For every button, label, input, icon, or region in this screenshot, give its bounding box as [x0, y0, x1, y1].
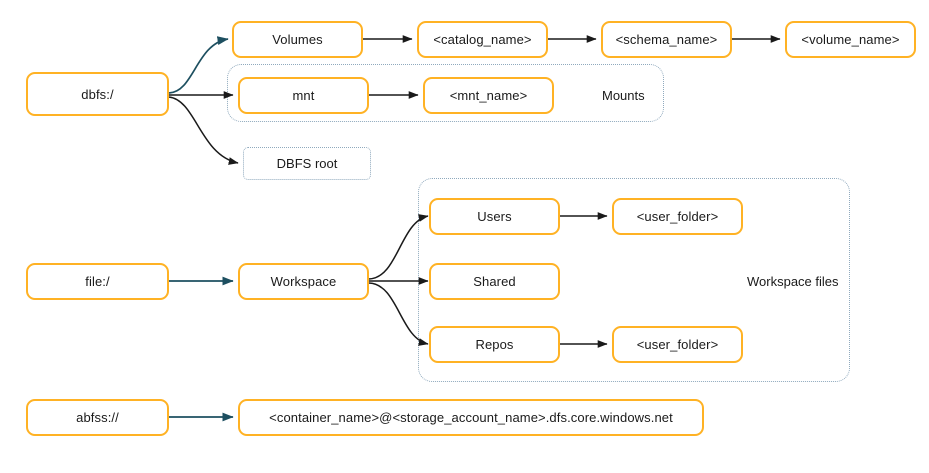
node-repos[interactable]: Repos	[429, 326, 560, 363]
node-file-scheme[interactable]: file:/	[26, 263, 169, 300]
workspace-files-group-label: Workspace files	[747, 274, 839, 289]
node-mnt[interactable]: mnt	[238, 77, 369, 114]
node-catalog-name[interactable]: <catalog_name>	[417, 21, 548, 58]
node-abfss-target[interactable]: <container_name>@<storage_account_name>.…	[238, 399, 704, 436]
node-workspace[interactable]: Workspace	[238, 263, 369, 300]
workspace-files-group-box	[418, 178, 850, 382]
node-schema-name[interactable]: <schema_name>	[601, 21, 732, 58]
node-dbfs-scheme[interactable]: dbfs:/	[26, 72, 169, 116]
node-mnt-name[interactable]: <mnt_name>	[423, 77, 554, 114]
node-dbfs-root[interactable]: DBFS root	[243, 147, 371, 180]
node-repos-user-folder[interactable]: <user_folder>	[612, 326, 743, 363]
node-volume-name[interactable]: <volume_name>	[785, 21, 916, 58]
node-shared[interactable]: Shared	[429, 263, 560, 300]
node-users-user-folder[interactable]: <user_folder>	[612, 198, 743, 235]
mounts-group-label: Mounts	[602, 88, 645, 103]
node-volumes[interactable]: Volumes	[232, 21, 363, 58]
node-users[interactable]: Users	[429, 198, 560, 235]
edge-dbfs-to-volumes	[168, 36, 229, 94]
node-abfss-scheme[interactable]: abfss://	[26, 399, 169, 436]
